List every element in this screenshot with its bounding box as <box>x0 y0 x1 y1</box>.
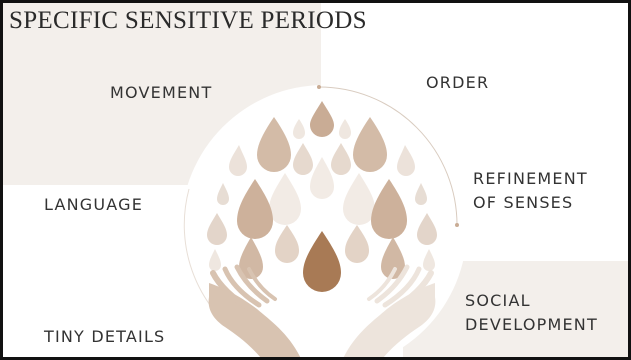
label-social-line1: SOCIAL <box>465 291 531 310</box>
label-refinement-of-senses: REFINEMENT OF SENSES <box>473 167 588 215</box>
tree-with-hands-icon <box>183 85 459 357</box>
label-language: LANGUAGE <box>44 195 144 214</box>
hands <box>208 264 436 357</box>
label-social-line2: DEVELOPMENT <box>465 315 598 334</box>
slide-title: SPECIFIC SENSITIVE PERIODS <box>9 7 367 34</box>
arc-line <box>318 86 458 226</box>
arc-dot-top <box>317 85 321 89</box>
label-refinement-line1: REFINEMENT <box>473 169 588 188</box>
leaves <box>207 101 437 292</box>
arc-dot-right <box>455 223 459 227</box>
label-refinement-line2: OF SENSES <box>473 193 574 212</box>
label-order: ORDER <box>426 73 490 92</box>
label-movement: MOVEMENT <box>110 83 213 102</box>
label-tiny-details: TINY DETAILS <box>44 327 166 346</box>
label-social-development: SOCIAL DEVELOPMENT <box>465 289 598 337</box>
